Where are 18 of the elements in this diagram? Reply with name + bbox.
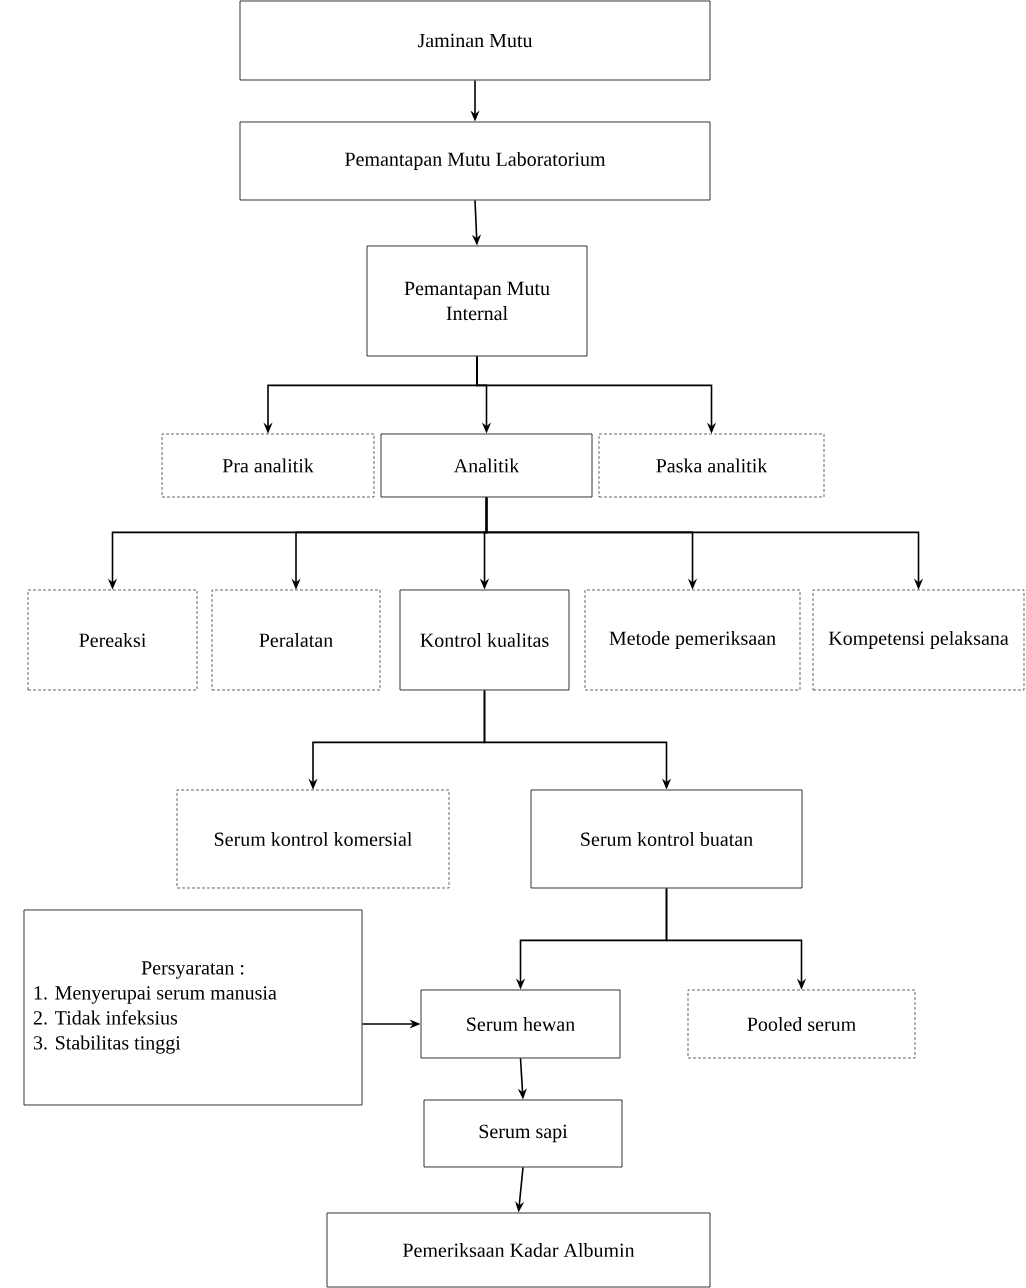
process-box: Paska analitik [598, 433, 825, 498]
process-box: Serum sapi [423, 1099, 623, 1168]
process-box: Pereaksi [27, 589, 198, 691]
process-box: Pooled serum [687, 989, 916, 1059]
process-box: Kontrol kualitas [399, 589, 570, 691]
process-box: Pemantapan Mutu Laboratorium [239, 121, 711, 201]
process-box: Pemantapan Mutu Internal [366, 245, 588, 357]
process-box: Pra analitik [161, 433, 375, 498]
process-box: Metode pemeriksaan [584, 589, 801, 691]
process-box: Analitik [380, 433, 593, 498]
process-box: Peralatan [211, 589, 381, 691]
process-box: Kompetensi pelaksana [812, 589, 1025, 691]
process-box: Pemeriksaan Kadar Albumin [326, 1212, 711, 1288]
process-box: Jaminan Mutu [239, 0, 711, 81]
requirements-box: Persyaratan : 1. Menyerupai serum manusia 2. Tidak infeksius 3. Stabilitas tinggi [23, 909, 363, 1106]
process-box: Serum kontrol komersial [176, 789, 450, 889]
process-box: Serum kontrol buatan [530, 789, 803, 889]
process-box: Serum hewan [420, 989, 621, 1059]
